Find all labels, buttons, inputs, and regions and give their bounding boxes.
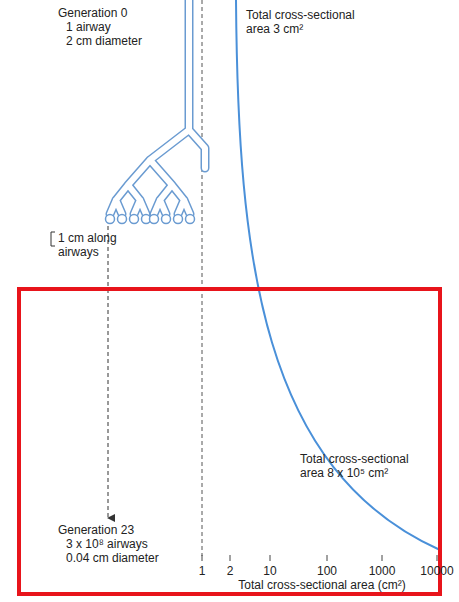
alveolus bbox=[118, 215, 127, 224]
tick-mark bbox=[382, 555, 383, 561]
area-curve bbox=[236, 0, 440, 550]
alveolus bbox=[162, 215, 171, 224]
tick-mark bbox=[437, 555, 438, 561]
generation-label: Generation 23 bbox=[58, 523, 134, 537]
alveolus bbox=[174, 215, 183, 224]
count-label: 3 x 10⁸ airways bbox=[66, 537, 148, 551]
tick-label: 100 bbox=[317, 564, 337, 578]
axis-ticks bbox=[202, 555, 437, 561]
alveoli bbox=[106, 215, 195, 224]
dashed-arrow bbox=[108, 226, 109, 518]
area-label: Total cross-sectional area 3 cm² bbox=[246, 8, 376, 36]
distance-label: 1 cm along airways bbox=[58, 231, 118, 259]
tick-mark bbox=[202, 555, 203, 561]
tick-label: 2 bbox=[227, 564, 234, 578]
axis-title: Total cross-sectional area (cm²) bbox=[238, 578, 405, 592]
tick-label: 1000 bbox=[369, 564, 396, 578]
tick-label: 10 bbox=[263, 564, 276, 578]
alveolus bbox=[130, 215, 139, 224]
tick-mark bbox=[327, 555, 328, 561]
tick-label: 10000 bbox=[420, 564, 453, 578]
count-label: 1 airway bbox=[66, 20, 111, 34]
generation-label: Generation 0 bbox=[58, 6, 127, 20]
alveolus bbox=[186, 215, 195, 224]
tick-mark bbox=[230, 555, 231, 561]
alveolus bbox=[150, 215, 159, 224]
diameter-label: 0.04 cm diameter bbox=[66, 551, 159, 565]
tick-label: 1 bbox=[199, 564, 206, 578]
alveolus bbox=[106, 215, 115, 224]
divider-line bbox=[202, 0, 203, 556]
diameter-label: 2 cm diameter bbox=[66, 34, 142, 48]
tick-mark bbox=[270, 555, 271, 561]
airway-tree bbox=[110, 0, 205, 214]
highlight-box bbox=[19, 289, 440, 594]
bracket bbox=[51, 232, 55, 246]
area-label: Total cross-sectional area 8 x 10⁵ cm² bbox=[300, 452, 435, 480]
